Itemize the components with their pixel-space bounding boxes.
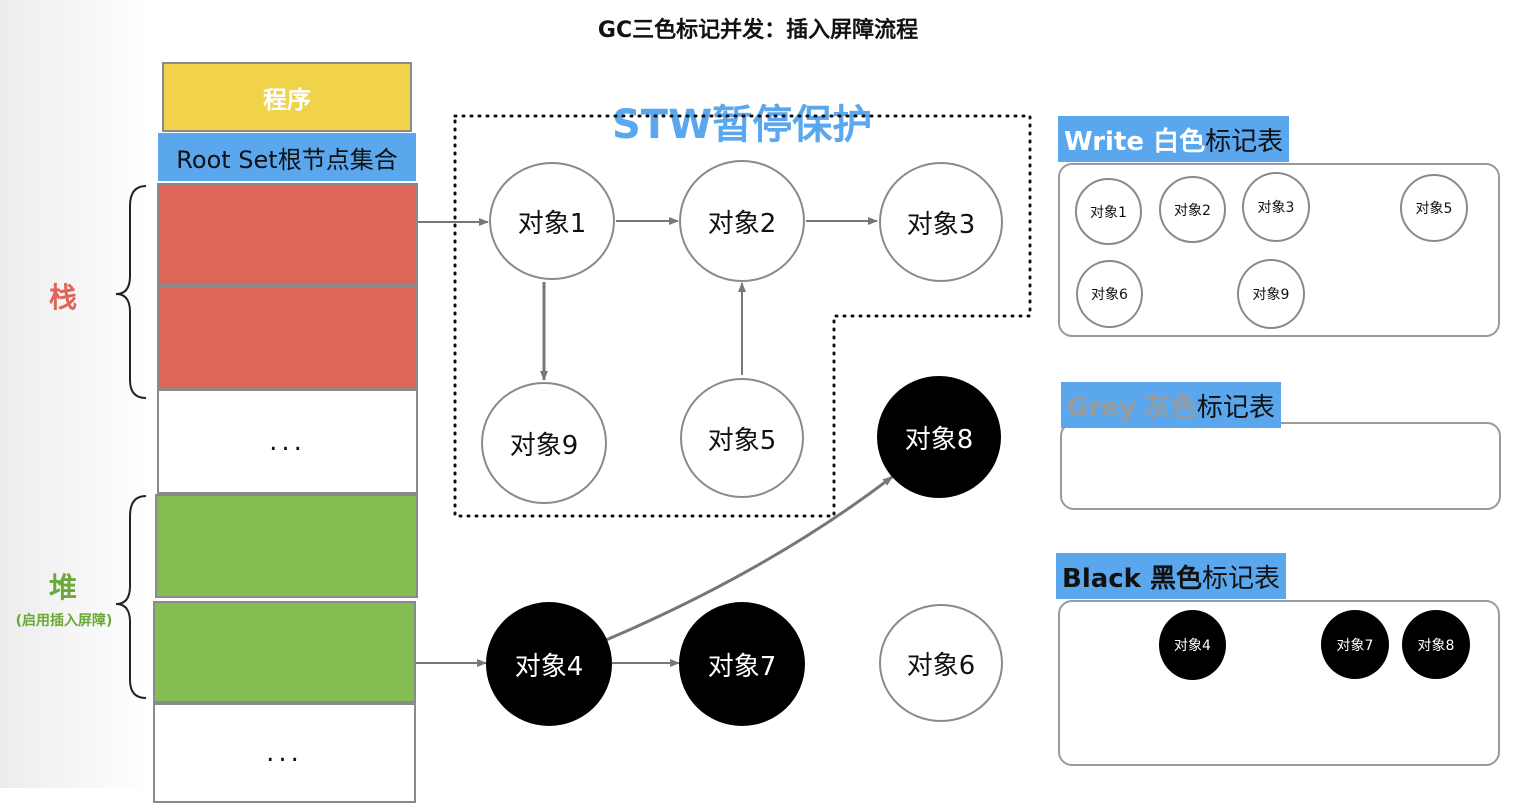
node-object-9: 对象9: [481, 382, 607, 504]
black-table-label-rest: 标记表: [1202, 563, 1281, 594]
stw-label: STW暂停保护: [612, 102, 873, 148]
node-object-5: 对象5: [680, 378, 804, 498]
heap-block-ellipsis: ...: [153, 703, 416, 803]
heap-block-1: [155, 494, 418, 598]
edge-obj4-obj8: [605, 475, 893, 642]
heap-block-2: [153, 601, 416, 703]
node-object-8: 对象8: [877, 376, 1001, 498]
black-table-label-bold: Black 黑色: [1062, 563, 1203, 594]
root-set-label: Root Set根节点集合: [176, 145, 398, 174]
program-label: 程序: [263, 85, 311, 114]
grey-table-label-bold: Grey 灰色: [1067, 392, 1197, 423]
white-item: 对象2: [1159, 176, 1226, 243]
grey-table-label-rest: 标记表: [1196, 392, 1275, 423]
stack-block-2: [157, 286, 418, 389]
program-block: 程序: [162, 62, 412, 132]
white-item: 对象9: [1237, 259, 1305, 329]
white-item: 对象3: [1242, 172, 1310, 242]
node-object-3: 对象3: [879, 162, 1003, 282]
node-object-6: 对象6: [879, 604, 1003, 722]
root-set-block: Root Set根节点集合: [158, 133, 416, 181]
ellipsis-top: ...: [269, 426, 306, 457]
black-table-label: Black 黑色标记表: [1056, 553, 1287, 599]
heap-brace: [115, 495, 147, 699]
white-table-label-rest: 标记表: [1205, 126, 1284, 157]
white-item: 对象6: [1076, 260, 1143, 328]
black-item: 对象4: [1159, 610, 1226, 680]
white-table-label-bold: Write 白色: [1064, 126, 1206, 157]
white-item: 对象5: [1400, 174, 1468, 242]
ellipsis-bottom: ...: [266, 738, 303, 768]
stack-block-1: [157, 183, 418, 286]
black-item: 对象8: [1402, 610, 1470, 679]
node-object-7: 对象7: [679, 602, 805, 726]
stw-dotted-region: [453, 114, 1032, 518]
grey-table: [1060, 422, 1501, 510]
diagram-title: GC三色标记并发：插入屏障流程: [597, 18, 919, 43]
white-table-label: Write 白色标记表: [1058, 116, 1290, 162]
left-background-shade: [0, 0, 150, 788]
black-item: 对象7: [1321, 610, 1389, 679]
stack-brace: [115, 185, 147, 399]
node-object-1: 对象1: [489, 162, 615, 280]
heap-note: (启用插入屏障): [15, 613, 113, 629]
grey-table-label: Grey 灰色标记表: [1061, 382, 1281, 428]
stack-block-ellipsis: ...: [157, 389, 418, 494]
node-object-2: 对象2: [679, 160, 805, 282]
heap-label: 堆: [48, 571, 77, 604]
stack-label: 栈: [48, 281, 77, 314]
node-object-4: 对象4: [486, 602, 612, 726]
white-item: 对象1: [1075, 178, 1142, 245]
